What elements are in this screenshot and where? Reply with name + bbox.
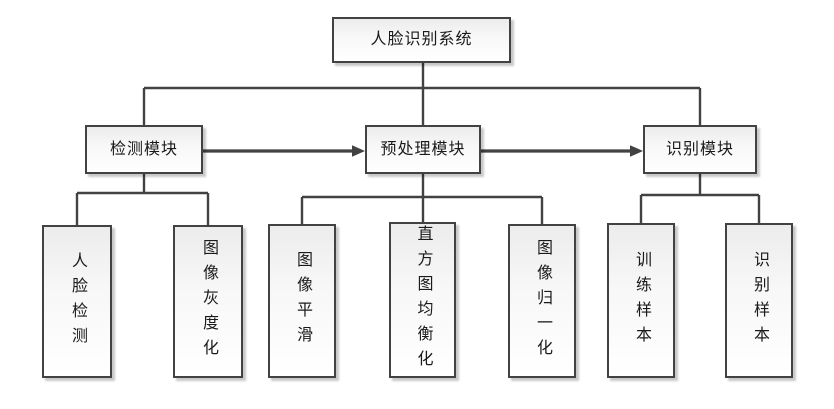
node-sub-recognition-samples: 识别样本 [725, 223, 793, 378]
node-module-detect: 检测模块 [85, 125, 203, 174]
node-root-label: 人脸识别系统 [370, 31, 473, 48]
flow-arrow-detect-to-preprocess [203, 145, 365, 157]
node-sub-face-detection: 人脸检测 [42, 225, 112, 378]
node-module-preprocess: 预处理模块 [365, 125, 481, 174]
node-sub-grayscale: 图像灰度化 [173, 225, 243, 378]
node-module-recognize: 识别模块 [643, 125, 757, 174]
flow-arrow-preprocess-to-recognize [481, 145, 643, 157]
node-sub-training-samples-label: 训练样本 [633, 250, 650, 351]
node-sub-normalization-label: 图像归一化 [534, 238, 551, 364]
node-sub-histogram-equalization: 直方图均衡化 [389, 222, 456, 378]
node-module-preprocess-label: 预处理模块 [380, 140, 466, 158]
node-sub-grayscale-label: 图像灰度化 [200, 239, 217, 364]
node-sub-face-detection-label: 人脸检测 [69, 251, 86, 352]
node-sub-training-samples: 训练样本 [607, 223, 675, 378]
node-sub-recognition-samples-label: 识别样本 [751, 250, 768, 351]
node-module-detect-label: 检测模块 [109, 140, 178, 158]
node-module-recognize-label: 识别模块 [665, 140, 734, 158]
node-sub-normalization: 图像归一化 [508, 224, 576, 378]
node-sub-smoothing-label: 图像平滑 [294, 251, 311, 351]
node-root: 人脸识别系统 [332, 17, 511, 63]
node-sub-histogram-equalization-label: 直方图均衡化 [414, 225, 432, 375]
node-sub-smoothing: 图像平滑 [268, 224, 336, 378]
